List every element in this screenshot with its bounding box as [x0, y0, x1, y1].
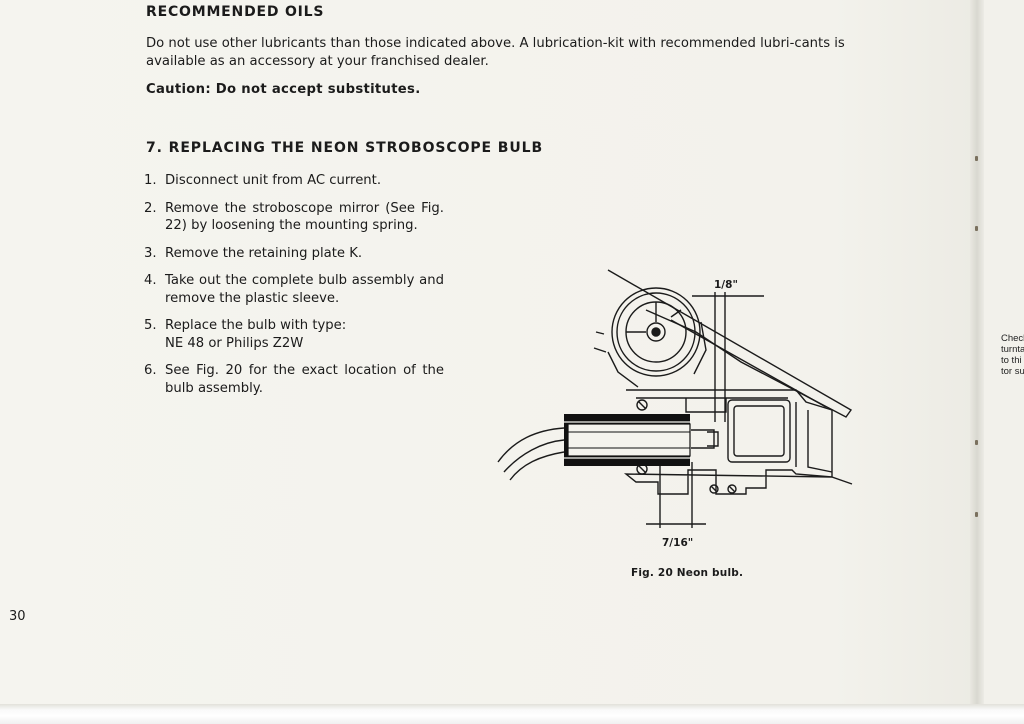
- dim-top-label: 1/8": [714, 279, 738, 291]
- neon-bulb-diagram: 1/8" 7/16": [497, 269, 853, 549]
- facing-page: [984, 0, 1024, 712]
- housing-right-wall: [795, 402, 833, 473]
- housing-window: [727, 399, 791, 463]
- roller-spoke: [626, 302, 682, 333]
- housing-step: [685, 398, 727, 413]
- step-text: Replace the bulb with type: NE 48 or Phi…: [165, 318, 347, 351]
- step-item: 1. Disconnect unit from AC current.: [144, 172, 444, 190]
- cable-lower: [509, 451, 565, 481]
- dim-bottom-label: 7/16": [662, 537, 693, 549]
- step-number: 1.: [144, 173, 157, 188]
- facing-page-line: to thi: [1001, 355, 1022, 366]
- recommended-oils-text: Do not use other lubricants than those i…: [146, 36, 845, 69]
- facing-page-line: turnta: [1001, 344, 1024, 355]
- roller-support: [607, 321, 707, 388]
- upper-arm-outline: [607, 269, 853, 418]
- binding-mark: [975, 512, 978, 517]
- cable-upper: [497, 427, 565, 463]
- step-number: 5.: [144, 318, 157, 333]
- figure-caption: Fig. 20 Neon bulb.: [631, 567, 744, 579]
- step-number: 3.: [144, 245, 157, 261]
- screw-top: [636, 399, 648, 411]
- facing-page-line: Check: [1001, 333, 1024, 344]
- screw-bottom-right-a-slot: [710, 485, 718, 493]
- facing-page-text: Check turnta to thi tor su: [1001, 333, 1024, 377]
- housing-window-inner: [733, 405, 785, 457]
- manual-page: RECOMMENDED OILS Do not use other lubric…: [0, 0, 978, 712]
- screw-top-slot: [637, 400, 647, 410]
- screw-bottom-left-slot: [637, 464, 647, 474]
- roller-hub: [646, 322, 666, 342]
- roller-ring: [616, 292, 696, 372]
- page-bottom-edge: [0, 704, 1024, 724]
- step-item: 2. Remove the stroboscope mirror (See Fi…: [144, 200, 444, 235]
- screw-bottom-right-b: [727, 484, 737, 494]
- roller-outer: [611, 287, 701, 377]
- roller-axle: [651, 327, 661, 337]
- arm-inner-line: [670, 319, 827, 408]
- recommended-oils-heading: RECOMMENDED OILS: [146, 4, 325, 20]
- step-item: 4. Take out the complete bulb assembly a…: [144, 272, 444, 307]
- step-number: 2.: [144, 200, 157, 216]
- binding-mark: [975, 440, 978, 445]
- instruction-list: 1. Disconnect unit from AC current. 2. R…: [144, 172, 444, 407]
- left-bracket: [593, 331, 607, 353]
- socket-rim: [707, 431, 719, 447]
- step-item: 5. Replace the bulb with type: NE 48 or …: [144, 317, 444, 352]
- cable-mid: [503, 439, 565, 473]
- step-text: Remove the stroboscope mirror (See Fig. …: [165, 200, 444, 234]
- facing-page-line: tor su: [1001, 366, 1024, 377]
- step-text: Remove the retaining plate K.: [165, 245, 363, 261]
- step-item: 6. See Fig. 20 for the exact location of…: [144, 362, 444, 397]
- socket-tube: [691, 429, 715, 449]
- step-number: 4.: [144, 273, 157, 288]
- binding-mark: [975, 156, 978, 161]
- step-number: 6.: [144, 363, 157, 378]
- bulb-glass: [567, 423, 691, 457]
- step-text: Take out the complete bulb assembly and …: [165, 273, 444, 306]
- screw-bottom-right-a: [709, 484, 719, 494]
- step-item: 3. Remove the retaining plate K.: [144, 245, 444, 263]
- binding-mark: [975, 226, 978, 231]
- page-number: 30: [9, 609, 26, 624]
- book-spine: [970, 0, 984, 712]
- step-text: See Fig. 20 for the exact location of th…: [165, 363, 444, 396]
- section-heading: 7. REPLACING THE NEON STROBOSCOPE BULB: [146, 140, 544, 156]
- screw-bottom-right-b-slot: [728, 485, 736, 493]
- caution-note: Caution: Do not accept substitutes.: [146, 82, 421, 97]
- step-text: Disconnect unit from AC current.: [165, 173, 382, 188]
- housing-outline: [623, 389, 853, 495]
